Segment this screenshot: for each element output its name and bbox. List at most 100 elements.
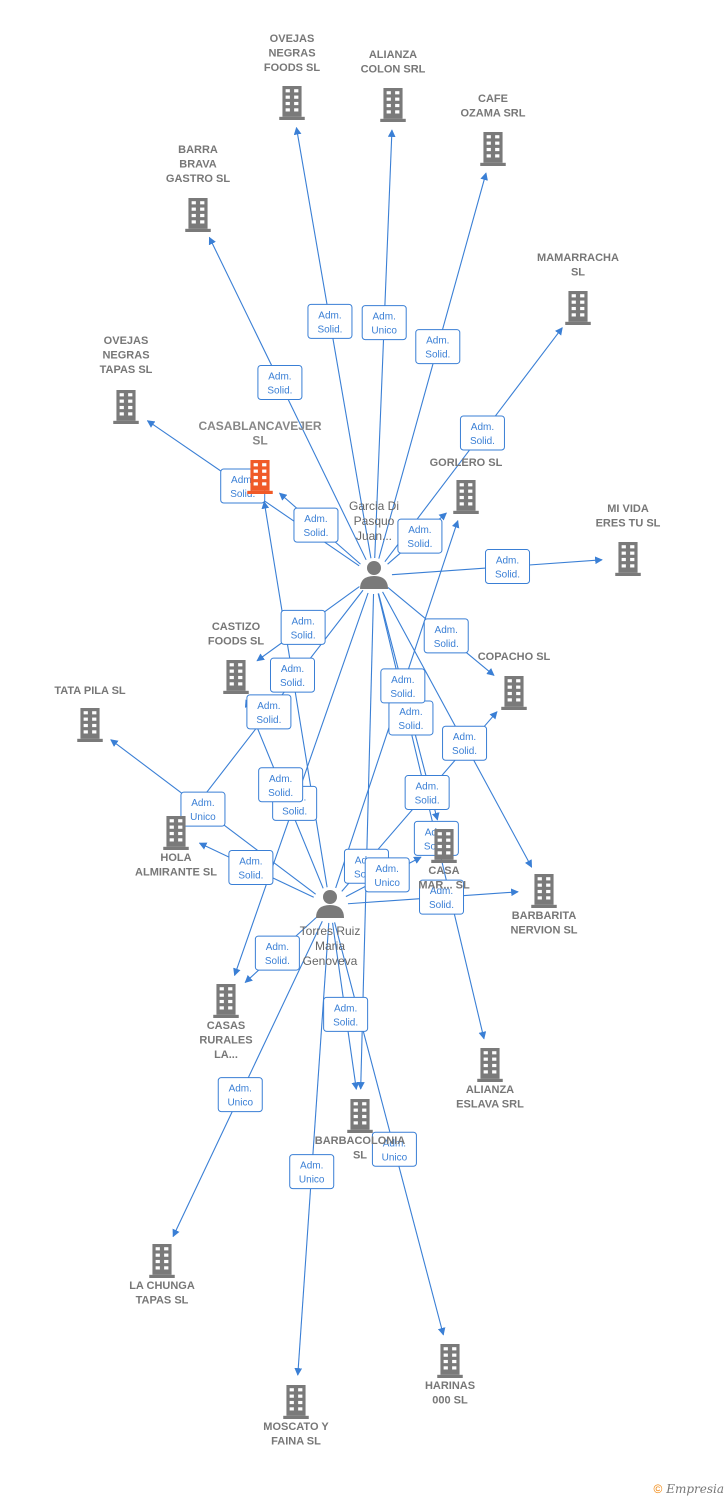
edge-role-text: Solid.	[470, 436, 495, 447]
building-icon	[283, 1385, 309, 1419]
edge-role-badge[interactable]: Adm.Solid.	[258, 767, 304, 803]
edge-garcia-ovejas_foods	[293, 126, 372, 559]
edge-role-text: Unico	[227, 1098, 253, 1109]
edge-role-badge[interactable]: Adm.Unico	[289, 1154, 335, 1190]
edge-role-text: Unico	[299, 1175, 325, 1186]
person-label: Juan...	[356, 529, 392, 543]
edge-role-badge-box	[419, 879, 465, 915]
edge-role-text: Solid.	[303, 528, 328, 539]
company-label: COPACHO SL	[478, 651, 551, 663]
building-icon	[431, 829, 457, 863]
edge-role-badge[interactable]: Adm. Unico	[217, 1077, 263, 1113]
edge-role-badge[interactable]: Adm.Solid.	[485, 549, 531, 585]
edge-role-badge[interactable]: Adm.Solid.	[442, 725, 488, 761]
person-icon	[316, 890, 344, 918]
edge-role-badge-box	[257, 364, 303, 400]
edge-role-badge-box	[307, 303, 353, 339]
edge-role-badge[interactable]: Adm.Unico	[371, 1131, 417, 1167]
edge-role-badge[interactable]: Adm.Solid.	[269, 657, 315, 693]
edge-role-text: Adm.	[191, 798, 214, 809]
building-icon	[453, 480, 479, 514]
company-node-casas_rurales[interactable]: CASASRURALESLA...	[199, 984, 253, 1061]
edge-role-badge[interactable]: Adm.Unico	[361, 305, 407, 341]
company-label: OZAMA SRL	[461, 108, 526, 120]
edge-role-text: Adm.	[415, 782, 438, 793]
person-icon	[360, 561, 388, 589]
company-label: CASA	[428, 865, 459, 877]
company-label: TATA PILA SL	[54, 685, 126, 697]
company-label: NEGRAS	[102, 350, 149, 362]
edge-role-badge[interactable]: Adm. Solid.	[293, 507, 339, 543]
edge-role-badge-box	[485, 549, 531, 585]
building-icon	[77, 708, 103, 742]
company-label: BARBACOLONIA	[315, 1135, 405, 1147]
edge-role-badge[interactable]: Adm.Solid.	[246, 694, 292, 730]
person-label: Maria	[315, 939, 345, 953]
company-label: COLON SRL	[361, 64, 426, 76]
company-node-harinas[interactable]: HARINAS 000 SL	[425, 1344, 475, 1407]
edge-role-badge[interactable]: Adm.Solid.	[307, 303, 353, 339]
edge-role-badge[interactable]: Adm.Unico	[180, 791, 226, 827]
edge-role-text: Adm.	[304, 514, 327, 525]
edge-role-text: Unico	[374, 878, 400, 889]
edge-role-text: Adm.	[471, 422, 494, 433]
edge-role-badge-box	[280, 609, 326, 645]
edge-role-badge[interactable]: Adm. Solid.	[228, 850, 274, 886]
building-icon	[185, 198, 211, 232]
company-label: ALMIRANTE SL	[135, 867, 217, 879]
edge-role-badge[interactable]: Adm.Solid.	[380, 668, 426, 704]
edge-role-badge[interactable]: Adm. Solid.	[459, 415, 505, 451]
edge-labels-layer: Adm.Solid.Adm.UnicoAdm.Solid.Adm.Solid.A…	[180, 303, 531, 1190]
company-label: 000 SL	[432, 1395, 468, 1407]
edge-role-badge[interactable]: Adm.Solid.	[397, 518, 443, 554]
building-icon	[565, 291, 591, 325]
company-label: MOSCATO Y	[263, 1421, 329, 1433]
copyright-symbol: ©	[653, 1482, 663, 1496]
edge-role-text: Solid.	[265, 956, 290, 967]
building-icon	[480, 132, 506, 166]
edge-role-text: Adm.	[239, 857, 262, 868]
edge-role-text: Adm.	[229, 1084, 252, 1095]
edge-role-badge[interactable]: Adm.Solid.	[280, 609, 326, 645]
building-icon	[113, 390, 139, 424]
edge-role-text: Unico	[371, 326, 397, 337]
edge-role-badge[interactable]: Adm.Solid.	[415, 329, 461, 365]
edge-role-badge-box	[459, 415, 505, 451]
edge-role-badge[interactable]: Adm.Solid.	[423, 618, 469, 654]
building-icon	[223, 660, 249, 694]
edge-role-badge[interactable]: Adm.Solid.	[254, 935, 300, 971]
edge-role-badge[interactable]: Adm.Solid.	[257, 364, 303, 400]
company-node-tata_pila[interactable]: TATA PILA SL	[54, 685, 126, 742]
company-label: HARINAS	[425, 1380, 475, 1392]
edge-role-badge[interactable]: Adm.Unico	[364, 857, 410, 893]
edge-role-badge[interactable]: Adm.Solid.	[404, 775, 450, 811]
edge-role-text: Solid.	[238, 871, 263, 882]
company-node-copacho[interactable]: COPACHO SL	[478, 651, 551, 710]
edge-role-badge[interactable]: Adm.Solid.	[419, 879, 465, 915]
company-label: NEGRAS	[268, 48, 315, 60]
edge-role-badge[interactable]: Adm.Solid.	[323, 996, 369, 1032]
person-node-garcia[interactable]: Garcia DiPasquoJuan...	[349, 499, 399, 589]
company-node-gorlero[interactable]: GORLERO SL	[430, 457, 503, 514]
edge-role-badge[interactable]: Adm.Solid.	[388, 700, 434, 736]
edge-garcia-cafe_ozama	[378, 172, 488, 559]
edge-role-badge-box	[293, 507, 339, 543]
